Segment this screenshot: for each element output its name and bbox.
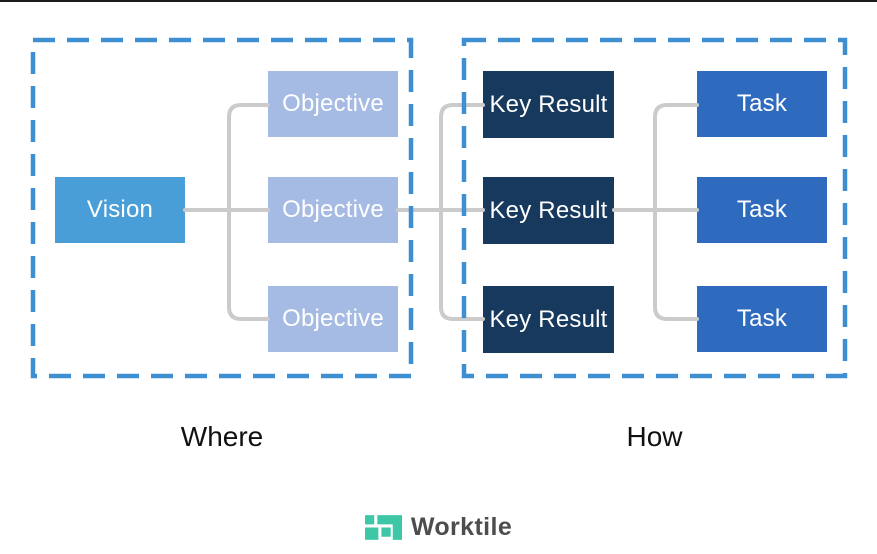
brand-footer: Worktile	[0, 509, 877, 545]
where-group-border	[30, 37, 414, 379]
key-result-node-2: Key Result	[483, 177, 614, 244]
where-group-label: Where	[180, 421, 264, 452]
objective-node-2: Objective	[268, 177, 398, 243]
connector-group	[183, 103, 699, 321]
objective-node-3: Objective	[268, 286, 398, 352]
objective-node-1: Objective	[268, 71, 398, 137]
key-result-node-1: Key Result	[483, 71, 614, 138]
task-node-1: Task	[697, 71, 827, 137]
vision-node: Vision	[55, 177, 185, 243]
how-group-label: How	[626, 421, 683, 452]
key-result-node-3: Key Result	[483, 286, 614, 353]
worktile-logo-icon	[364, 514, 402, 540]
worktile-brand-name: Worktile	[410, 512, 513, 541]
task-node-3: Task	[697, 286, 827, 352]
how-group-border	[461, 37, 848, 379]
task-node-2: Task	[697, 177, 827, 243]
